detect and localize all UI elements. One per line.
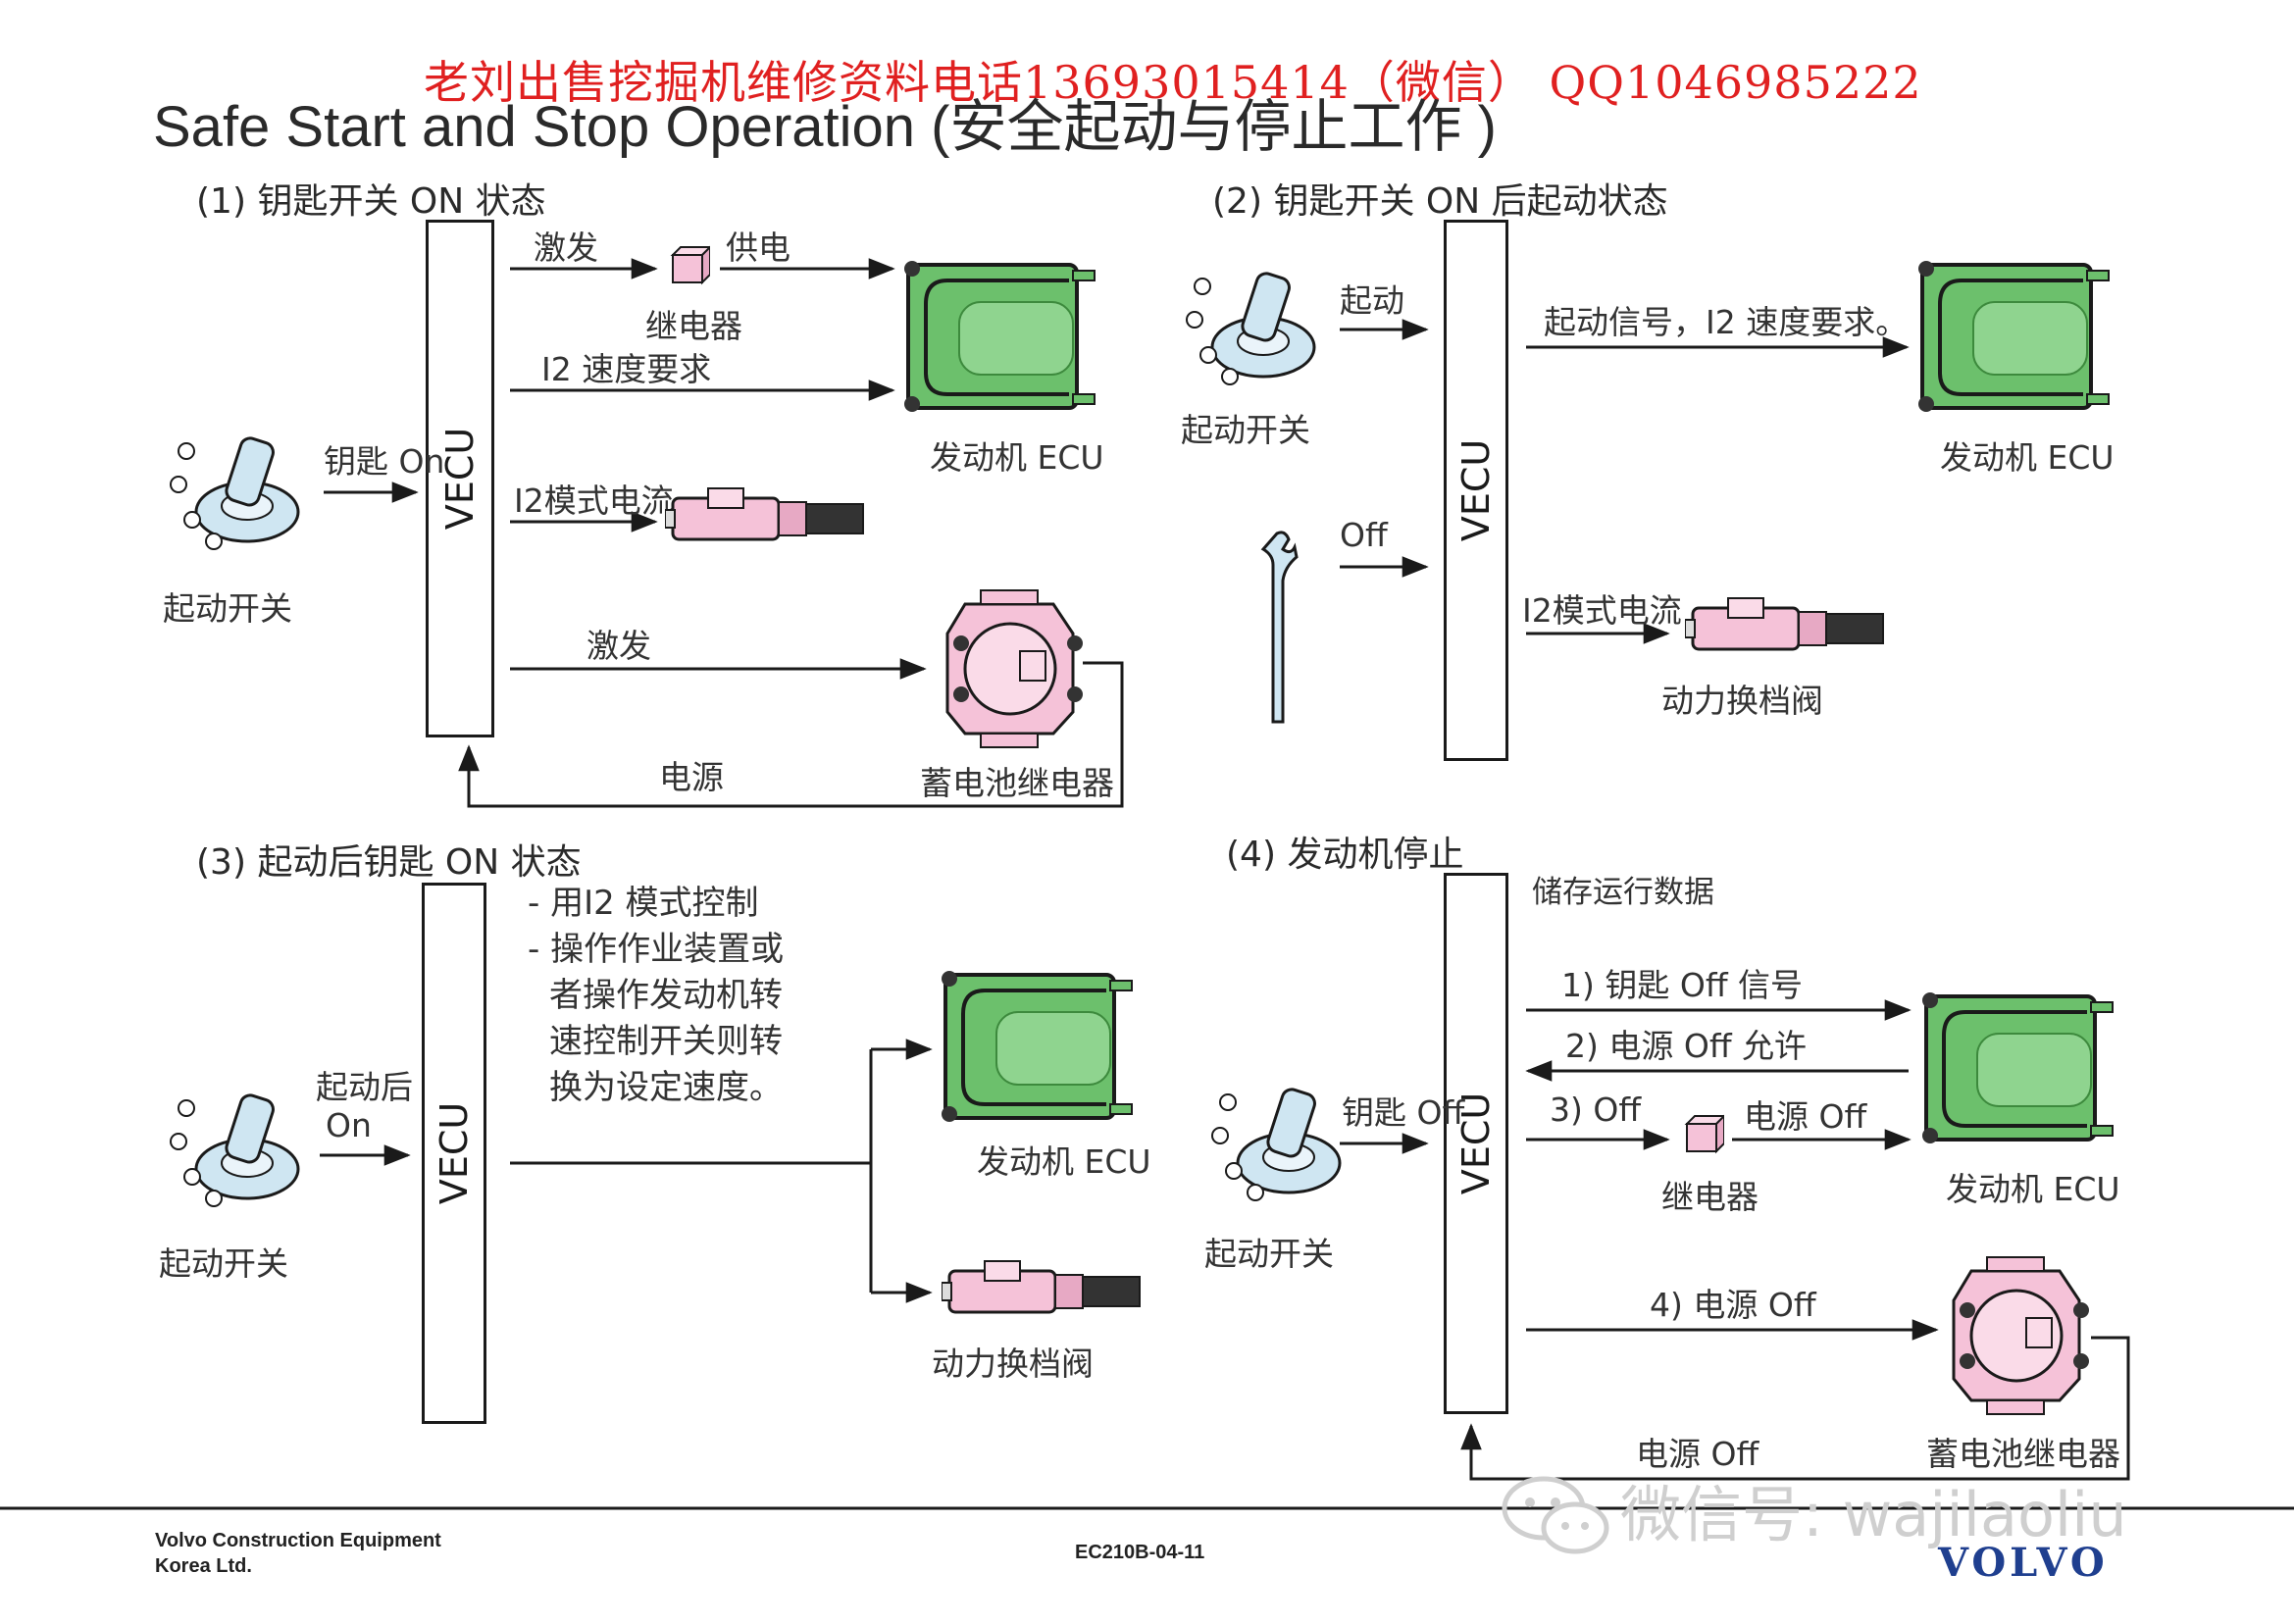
s3-engine-ecu-icon (942, 971, 1133, 1122)
s3-heading: (3) 起动后钥匙 ON 状态 (196, 842, 582, 883)
s1-solenoid-valve-icon (665, 487, 864, 541)
s1-start-switch-label: 起动开关 (163, 589, 292, 628)
s1-vecu-box: VECU (426, 220, 494, 737)
footer-doc-code: EC210B-04-11 (1075, 1542, 1205, 1563)
s1-start-switch-icon (170, 436, 300, 550)
s2-heading: (2) 钥匙开关 ON 后起动状态 (1212, 181, 1668, 222)
s1-excite-bottom-label: 激发 (586, 627, 651, 665)
s1-heading: (1) 钥匙开关 ON 状态 (196, 181, 546, 222)
s1-supply-label: 供电 (726, 228, 790, 267)
s1-battery-relay-icon (945, 589, 1083, 748)
s4-store-data-label: 储存运行数据 (1532, 875, 1714, 910)
s4-step3-label: 3) Off (1550, 1091, 1642, 1129)
s2-engine-ecu-label: 发动机 ECU (1940, 438, 2115, 477)
s4-step1-label: 1) 钥匙 Off 信号 (1561, 966, 1804, 1004)
s4-power-off-bottom-label: 电源 Off (1636, 1435, 1759, 1473)
s4-battery-relay-icon (1952, 1256, 2089, 1415)
wechat-icon (1502, 1476, 1609, 1554)
s4-step4-label: 4) 电源 Off (1650, 1286, 1816, 1324)
s3-shift-valve-label: 动力换档阀 (932, 1345, 1094, 1383)
page-title: Safe Start and Stop Operation (安全起动与停止工作… (153, 95, 1497, 159)
s2-engine-ecu-icon (1918, 261, 2110, 412)
s4-key-off-label: 钥匙 Off (1342, 1093, 1465, 1132)
s1-i2-current-label: I2模式电流 (514, 482, 674, 520)
s2-shift-valve-label: 动力换档阀 (1661, 682, 1823, 720)
s1-vecu-label: VECU (438, 427, 482, 531)
s3-vecu-label: VECU (433, 1101, 476, 1205)
s3-after-start-label: 起动后 (316, 1068, 413, 1106)
s1-power-label: 电源 (659, 758, 724, 796)
s3-description: - 用I2 模式控制 - 操作作业装置或者操作发动机转速控制开关则转换为设定速度… (528, 881, 802, 1111)
s1-key-on-label: 钥匙 On (324, 442, 445, 481)
top-watermark: 老刘出售挖掘机维修资料电话13693015414（微信） QQ104698522… (424, 56, 1922, 109)
s1-engine-ecu-icon (904, 261, 1096, 412)
s2-start-switch-label: 起动开关 (1181, 411, 1310, 449)
s4-step2-label: 2) 电源 Off 允许 (1565, 1027, 1808, 1065)
s1-relay-label: 继电器 (645, 307, 742, 345)
s2-vecu-label: VECU (1454, 438, 1498, 542)
s4-heading: (4) 发动机停止 (1226, 835, 1464, 875)
s4-start-switch-label: 起动开关 (1204, 1235, 1334, 1273)
s4-start-switch-icon (1211, 1088, 1342, 1201)
volvo-logo: VOLVO (1938, 1540, 2109, 1586)
s1-i2-speed-label: I2 速度要求 (541, 350, 712, 388)
wechat-watermark: 微信号: wajilaoliu (1620, 1479, 2127, 1550)
s3-on-label: On (326, 1106, 372, 1144)
s3-vecu-box: VECU (422, 883, 486, 1424)
s4-power-off-label: 电源 Off (1744, 1097, 1867, 1136)
s4-engine-ecu-label: 发动机 ECU (1946, 1170, 2120, 1208)
footer-company: Volvo Construction Equipment Korea Ltd. (155, 1528, 441, 1579)
s1-excite-top-label: 激发 (534, 228, 598, 267)
s3-shift-valve-icon (942, 1260, 1141, 1314)
s3-bullet-1: - 用I2 模式控制 (528, 884, 759, 923)
s1-power-return-arrow (458, 661, 1124, 808)
s1-battery-relay-label: 蓄电池继电器 (920, 764, 1114, 802)
s4-power-off-return-arrow (1460, 1336, 2130, 1481)
s3-bullet-2: - 操作作业装置或者操作发动机转速控制开关则转换为设定速度。 (528, 930, 785, 1107)
s2-off-label: Off (1340, 516, 1388, 554)
s2-start-label: 起动 (1340, 281, 1404, 320)
s4-engine-ecu-icon (1922, 992, 2114, 1143)
s4-relay-label: 继电器 (1661, 1178, 1759, 1216)
footer-company-line2: Korea Ltd. (155, 1555, 252, 1577)
s1-engine-ecu-label: 发动机 ECU (930, 438, 1104, 477)
s2-vecu-box: VECU (1444, 220, 1508, 761)
s3-start-switch-icon (170, 1093, 300, 1207)
s4-vecu-box: VECU (1444, 873, 1508, 1414)
s4-relay-icon (1684, 1114, 1724, 1154)
s4-battery-relay-label: 蓄电池继电器 (1926, 1435, 2120, 1473)
s3-engine-ecu-label: 发动机 ECU (977, 1142, 1151, 1181)
s2-start-switch-icon (1186, 272, 1316, 385)
s2-shift-valve-icon (1685, 597, 1884, 651)
s2-key-off-icon (1260, 531, 1299, 724)
footer-company-line1: Volvo Construction Equipment (155, 1530, 441, 1551)
s2-i2-current-label: I2模式电流 (1522, 591, 1682, 630)
s1-relay-icon (670, 245, 710, 285)
s2-start-signal-label: 起动信号，I2 速度要求。 (1544, 303, 1909, 341)
s3-start-switch-label: 起动开关 (159, 1244, 288, 1283)
